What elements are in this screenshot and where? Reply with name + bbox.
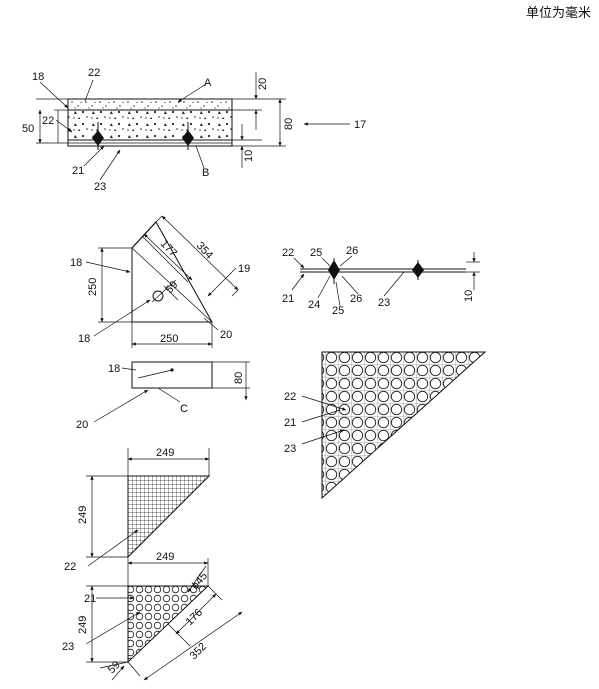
label-C: C xyxy=(180,403,188,415)
label-22-mesh: 22 xyxy=(64,561,76,573)
label-22-top: 22 xyxy=(88,67,100,79)
bolt-link-view: 22 25 26 21 24 25 26 23 10 xyxy=(282,245,480,317)
label-21: 21 xyxy=(72,165,84,177)
label-18: 18 xyxy=(32,71,44,83)
label-21-holes: 21 xyxy=(84,593,96,605)
dim-249-mesh-h: 249 xyxy=(156,447,174,459)
label-22-side: 22 xyxy=(42,115,54,127)
dim-80: 80 xyxy=(283,118,295,130)
dim-250-vertical: 250 xyxy=(87,278,99,296)
bolt-left xyxy=(92,122,104,150)
top-layer-22 xyxy=(67,98,233,111)
unit-note: 单位为毫米 xyxy=(525,6,591,21)
dim-249-holes-v: 249 xyxy=(77,616,89,634)
dim-249-mesh-v: 249 xyxy=(77,506,89,524)
label-18-lower: 18 xyxy=(78,333,90,345)
label-A: A xyxy=(204,77,212,89)
label-26-top: 26 xyxy=(346,245,358,257)
core-layer xyxy=(67,109,233,141)
label-21-link: 21 xyxy=(282,293,294,305)
triangle-plate-view: 18 18 19 20 177 354 59 250 250 xyxy=(70,215,250,348)
mesh-triangle-outline xyxy=(127,475,211,559)
dim-250-horizontal: 250 xyxy=(160,333,178,345)
label-21-circles: 21 xyxy=(284,417,296,429)
label-20: 20 xyxy=(220,329,232,341)
label-19: 19 xyxy=(238,263,250,275)
label-25-bottom: 25 xyxy=(332,305,344,317)
top-section-view: 18 22 A 22 21 23 B 17 50 20 80 10 xyxy=(22,67,366,193)
label-20-side: 20 xyxy=(76,419,88,431)
dim-50: 50 xyxy=(22,123,34,135)
dim-354: 354 xyxy=(194,240,215,262)
dim-249-holes-h: 249 xyxy=(156,551,174,563)
label-22-link: 22 xyxy=(282,247,294,259)
bolt-right xyxy=(182,122,194,150)
dim-177: 177 xyxy=(158,238,179,260)
side-block xyxy=(131,361,213,389)
mesh-triangle-view: 22 249 249 xyxy=(64,447,211,573)
label-23: 23 xyxy=(94,181,106,193)
label-23-holes: 23 xyxy=(62,641,74,653)
hole-triangle-view: 21 23 249 249 ϕ45 176 352 59 xyxy=(62,551,243,681)
dim-80-side: 80 xyxy=(233,372,245,384)
dim-352: 352 xyxy=(188,641,209,662)
label-26-bottom: 26 xyxy=(350,293,362,305)
dim-10-link: 10 xyxy=(463,290,475,302)
triangle-plate xyxy=(132,222,220,322)
dim-176: 176 xyxy=(184,607,205,628)
dim-10: 10 xyxy=(243,150,255,162)
center-hole xyxy=(152,290,164,302)
dim-20: 20 xyxy=(257,78,269,90)
label-22-circles: 22 xyxy=(284,391,296,403)
label-18-upper: 18 xyxy=(70,257,82,269)
label-25-top: 25 xyxy=(310,247,322,259)
dim-59: 59 xyxy=(163,279,180,296)
label-24: 24 xyxy=(308,299,320,311)
label-18-side: 18 xyxy=(108,363,120,375)
dim-59-holes: 59 xyxy=(106,659,123,676)
circle-pattern-triangle-view: 22 21 23 xyxy=(284,351,487,500)
circle-triangle-outline xyxy=(321,351,487,500)
label-23-circles: 23 xyxy=(284,443,296,455)
label-23-link: 23 xyxy=(378,297,390,309)
label-B: B xyxy=(202,167,209,179)
label-17: 17 xyxy=(354,119,366,131)
side-view-c: 18 20 C 80 xyxy=(76,361,250,431)
